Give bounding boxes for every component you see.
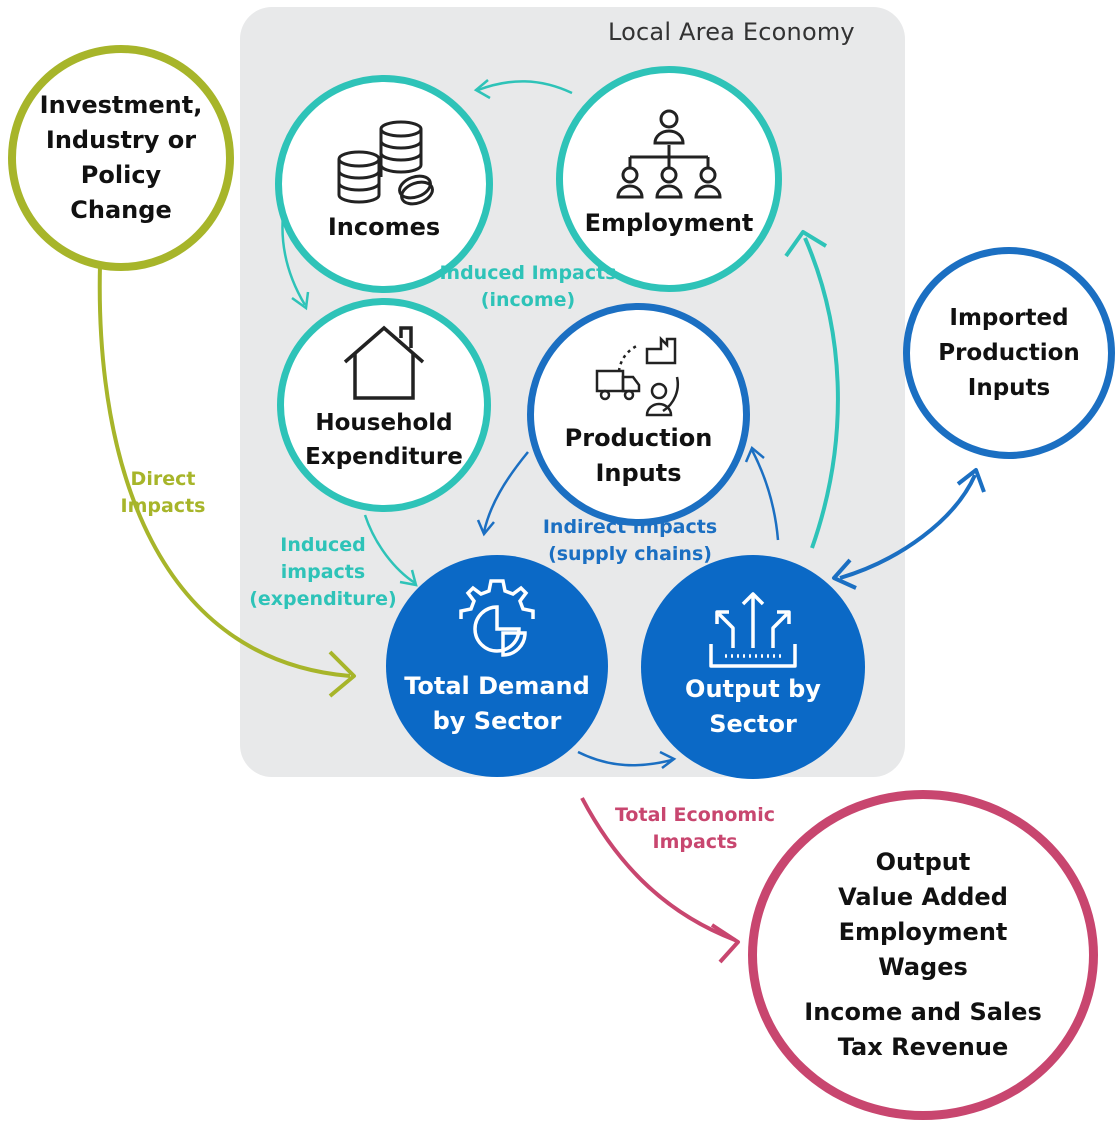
household-to-demand-arrowhead bbox=[399, 569, 418, 587]
output-by-sector-node: Output by Sector bbox=[641, 555, 865, 779]
coins-stack-icon bbox=[337, 120, 434, 206]
direct-impacts-arrowhead bbox=[328, 650, 356, 698]
output-to-employment-arrow bbox=[803, 237, 840, 549]
house-icon bbox=[343, 325, 425, 400]
output-imported-arrow bbox=[839, 474, 977, 580]
supply-chain-icon bbox=[595, 335, 679, 416]
imported-inputs-node: Imported Production Inputs bbox=[903, 247, 1115, 459]
output-arrows-icon bbox=[709, 592, 797, 668]
production-to-demand-arrow bbox=[482, 451, 529, 533]
output-imported-arrowhead-right bbox=[956, 468, 986, 493]
total-impacts-arrowhead bbox=[710, 923, 740, 964]
incomes-node: Incomes bbox=[275, 75, 493, 293]
total-economic-impacts-label: Total Economic Impacts bbox=[615, 804, 775, 853]
household-node: Household Expenditure bbox=[277, 298, 491, 512]
demand-to-output-arrowhead bbox=[659, 750, 677, 769]
incomes-to-household-arrowhead bbox=[291, 291, 310, 311]
production-to-demand-arrowhead bbox=[476, 519, 495, 537]
employment-to-incomes-arrow bbox=[477, 80, 573, 95]
direct-impacts-label: Direct Impacts bbox=[120, 468, 206, 517]
output-imported-arrowhead-left bbox=[832, 558, 857, 590]
org-chart-icon bbox=[616, 109, 722, 199]
total-impacts-arrow bbox=[580, 797, 736, 942]
induced-expenditure-label: Induced impacts (expenditure) bbox=[249, 534, 397, 610]
investment-node: Investment, Industry or Policy Change bbox=[8, 45, 234, 271]
total-demand-node: Total Demand by Sector bbox=[386, 555, 608, 777]
indirect-impacts-label: Indirect impacts (supply chains) bbox=[542, 516, 718, 565]
panel-title: Local Area Economy bbox=[608, 18, 855, 46]
household-to-demand-arrow bbox=[363, 514, 416, 585]
induced-income-label: Induced Impacts (income) bbox=[439, 262, 617, 311]
direct-impacts-arrow bbox=[97, 264, 351, 678]
demand-to-output-arrow bbox=[577, 750, 673, 767]
employment-node: Employment bbox=[556, 66, 782, 292]
output-to-production-arrow bbox=[750, 449, 780, 541]
gear-chart-icon bbox=[459, 579, 535, 657]
employment-to-incomes-arrowhead bbox=[473, 79, 491, 100]
total-impacts-results-node: Output Value Added Employment Wages Inco… bbox=[748, 790, 1098, 1120]
output-to-employment-arrowhead bbox=[784, 230, 828, 258]
production-inputs-node: Production Inputs bbox=[527, 303, 750, 526]
output-to-production-arrowhead bbox=[744, 445, 765, 463]
